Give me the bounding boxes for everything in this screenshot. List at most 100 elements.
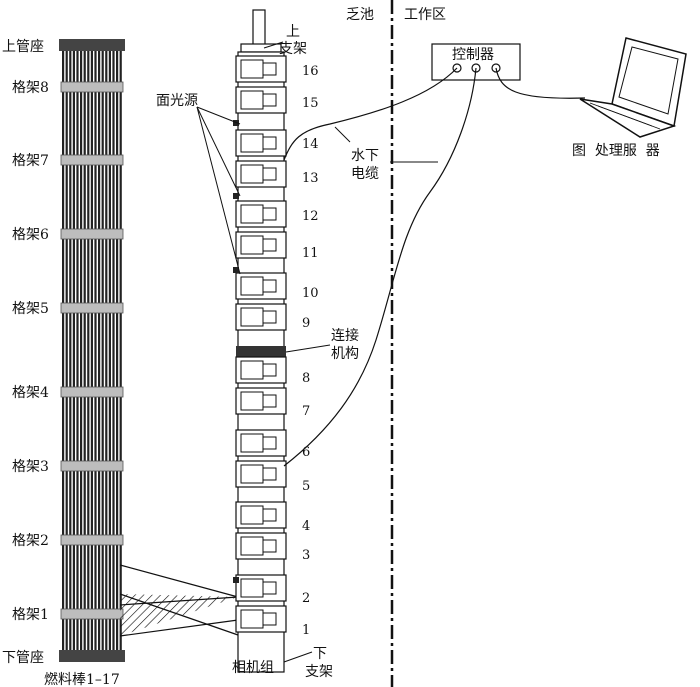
controller-box [431,43,521,81]
fuel-rod [87,51,90,650]
workzone-label: 工作区 [404,7,446,23]
bottom-support-label-2: 支架 [305,664,333,680]
fuel-rod [98,51,101,650]
bottom-nozzle [59,650,125,662]
top-support-leader [263,41,284,49]
spacer-grid [60,608,124,620]
pool-label: 乏池 [346,7,374,23]
fuel-rod [65,51,68,650]
camera-unit [235,272,287,300]
grid-label: 格架7 [12,153,49,169]
camera-number: 11 [302,246,319,261]
light-source-leaders [196,106,241,275]
camera-unit [235,200,287,228]
spacer-grid [60,534,124,546]
cable-leader-1 [334,126,351,143]
fuel-rod [112,51,115,650]
fuel-rod [105,51,108,650]
top-nozzle-label: 上管座 [2,39,44,55]
connector-label-1: 连接 [331,327,359,344]
fuel-rod [108,51,111,650]
bottom-support-leader [283,651,313,663]
fuel-rod [83,51,86,650]
cable-label-1: 水下 [351,148,379,164]
cable-lower [283,67,477,467]
camera-stack [233,9,287,673]
light-source-label: 面光源 [156,93,198,109]
cable-server [495,67,586,99]
cables [283,67,586,467]
camera-group-label: 相机组 [232,660,274,676]
controller-label: 控制器 [452,47,494,63]
light-source [233,120,239,126]
camera-unit [235,55,287,83]
camera-unit [235,356,287,384]
camera-number: 3 [302,548,310,563]
view-lines [119,564,239,637]
spacer-grid [60,460,124,472]
camera-unit [235,303,287,331]
light-source [233,577,239,583]
grid-label: 格架1 [12,607,49,623]
camera-number: 2 [302,591,310,606]
camera-number: 7 [302,404,310,419]
fuel-rod [80,51,83,650]
camera-number: 4 [302,519,310,534]
camera-number: 16 [302,64,319,79]
top-support-rod [252,9,266,49]
connector-leader [285,344,331,353]
fuel-rod [101,51,104,650]
camera-number: 10 [302,286,319,301]
camera-unit [235,129,287,157]
camera-unit [235,160,287,188]
spacer-grid [60,154,124,166]
top-support-label-2: 支架 [279,41,307,57]
rods-label: 燃料棒1–17 [44,671,120,687]
light-source [233,193,239,199]
cable-label-2: 电缆 [351,166,379,182]
spacer-grid [60,81,124,93]
fuel-rod [72,51,75,650]
camera-number: 8 [302,371,310,386]
cable-upper [283,67,458,161]
grid-label: 格架3 [12,459,49,475]
camera-number: 13 [302,171,319,186]
grid-label: 格架6 [12,227,49,243]
connector [236,346,286,358]
spacer-grid [60,302,124,314]
fuel-rod [119,51,122,650]
bottom-nozzle-label: 下管座 [2,650,44,666]
camera-number: 15 [302,96,319,111]
fuel-assembly [59,39,125,662]
camera-unit [235,574,287,602]
grid-label: 格架2 [12,533,49,549]
fuel-rod [76,51,79,650]
fuel-rod [116,51,119,650]
camera-unit [235,429,287,457]
camera-unit [235,605,287,633]
server-label: 图 处理服 器 [572,143,660,159]
grid-label: 格架5 [12,301,49,317]
camera-unit [235,532,287,560]
camera-unit [235,86,287,114]
camera-unit [235,387,287,415]
fuel-rod [90,51,93,650]
camera-number: 12 [302,209,319,224]
top-support-plate [240,43,282,53]
fuel-rod [62,51,65,650]
camera-number: 14 [302,137,319,152]
fuel-rod [94,51,97,650]
controller: 控制器 [431,43,521,81]
camera-unit [235,231,287,259]
bottom-support-label-1: 下 [313,646,327,662]
camera-number: 5 [302,479,310,494]
camera-unit [235,501,287,529]
top-support-label-1: 上 [286,24,300,40]
spacer-grid [60,386,124,398]
camera-unit [235,460,287,488]
camera-number: 9 [302,316,310,331]
camera-number: 6 [302,445,310,460]
grid-label: 格架4 [12,385,49,401]
